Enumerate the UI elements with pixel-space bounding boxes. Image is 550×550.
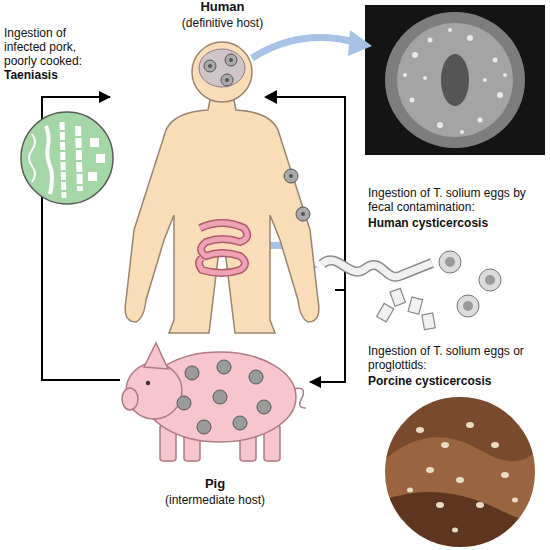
disease-name: Taeniasis — [4, 68, 104, 82]
host-figure: Human (definitive host) — [110, 0, 335, 335]
disease-name: Human cysticercosis — [368, 216, 548, 230]
route-note: Ingestion of T. solium eggs or proglotti… — [368, 344, 548, 372]
host-figure: Pig (intermediate host) — [120, 335, 310, 515]
stage-note: Ingestion of infected pork, poorly cooke… — [4, 26, 104, 68]
disease-name: Porcine cysticercosis — [368, 374, 548, 388]
route-note: Ingestion of T. solium eggs by fecal con… — [368, 186, 548, 214]
host-title: Pig — [120, 477, 310, 491]
stage-circle: Ingestion of infected pork, poorly cooke… — [0, 26, 118, 211]
host-title: Human — [110, 0, 335, 14]
tapeworm — [322, 260, 435, 329]
egg — [439, 251, 501, 317]
host-role: (intermediate host) — [120, 493, 310, 507]
pork-photo — [380, 390, 550, 550]
host-figure-outline — [110, 0, 335, 335]
photo-frame — [384, 396, 536, 548]
mri-image — [365, 5, 545, 155]
host-role: (definitive host) — [110, 16, 335, 30]
